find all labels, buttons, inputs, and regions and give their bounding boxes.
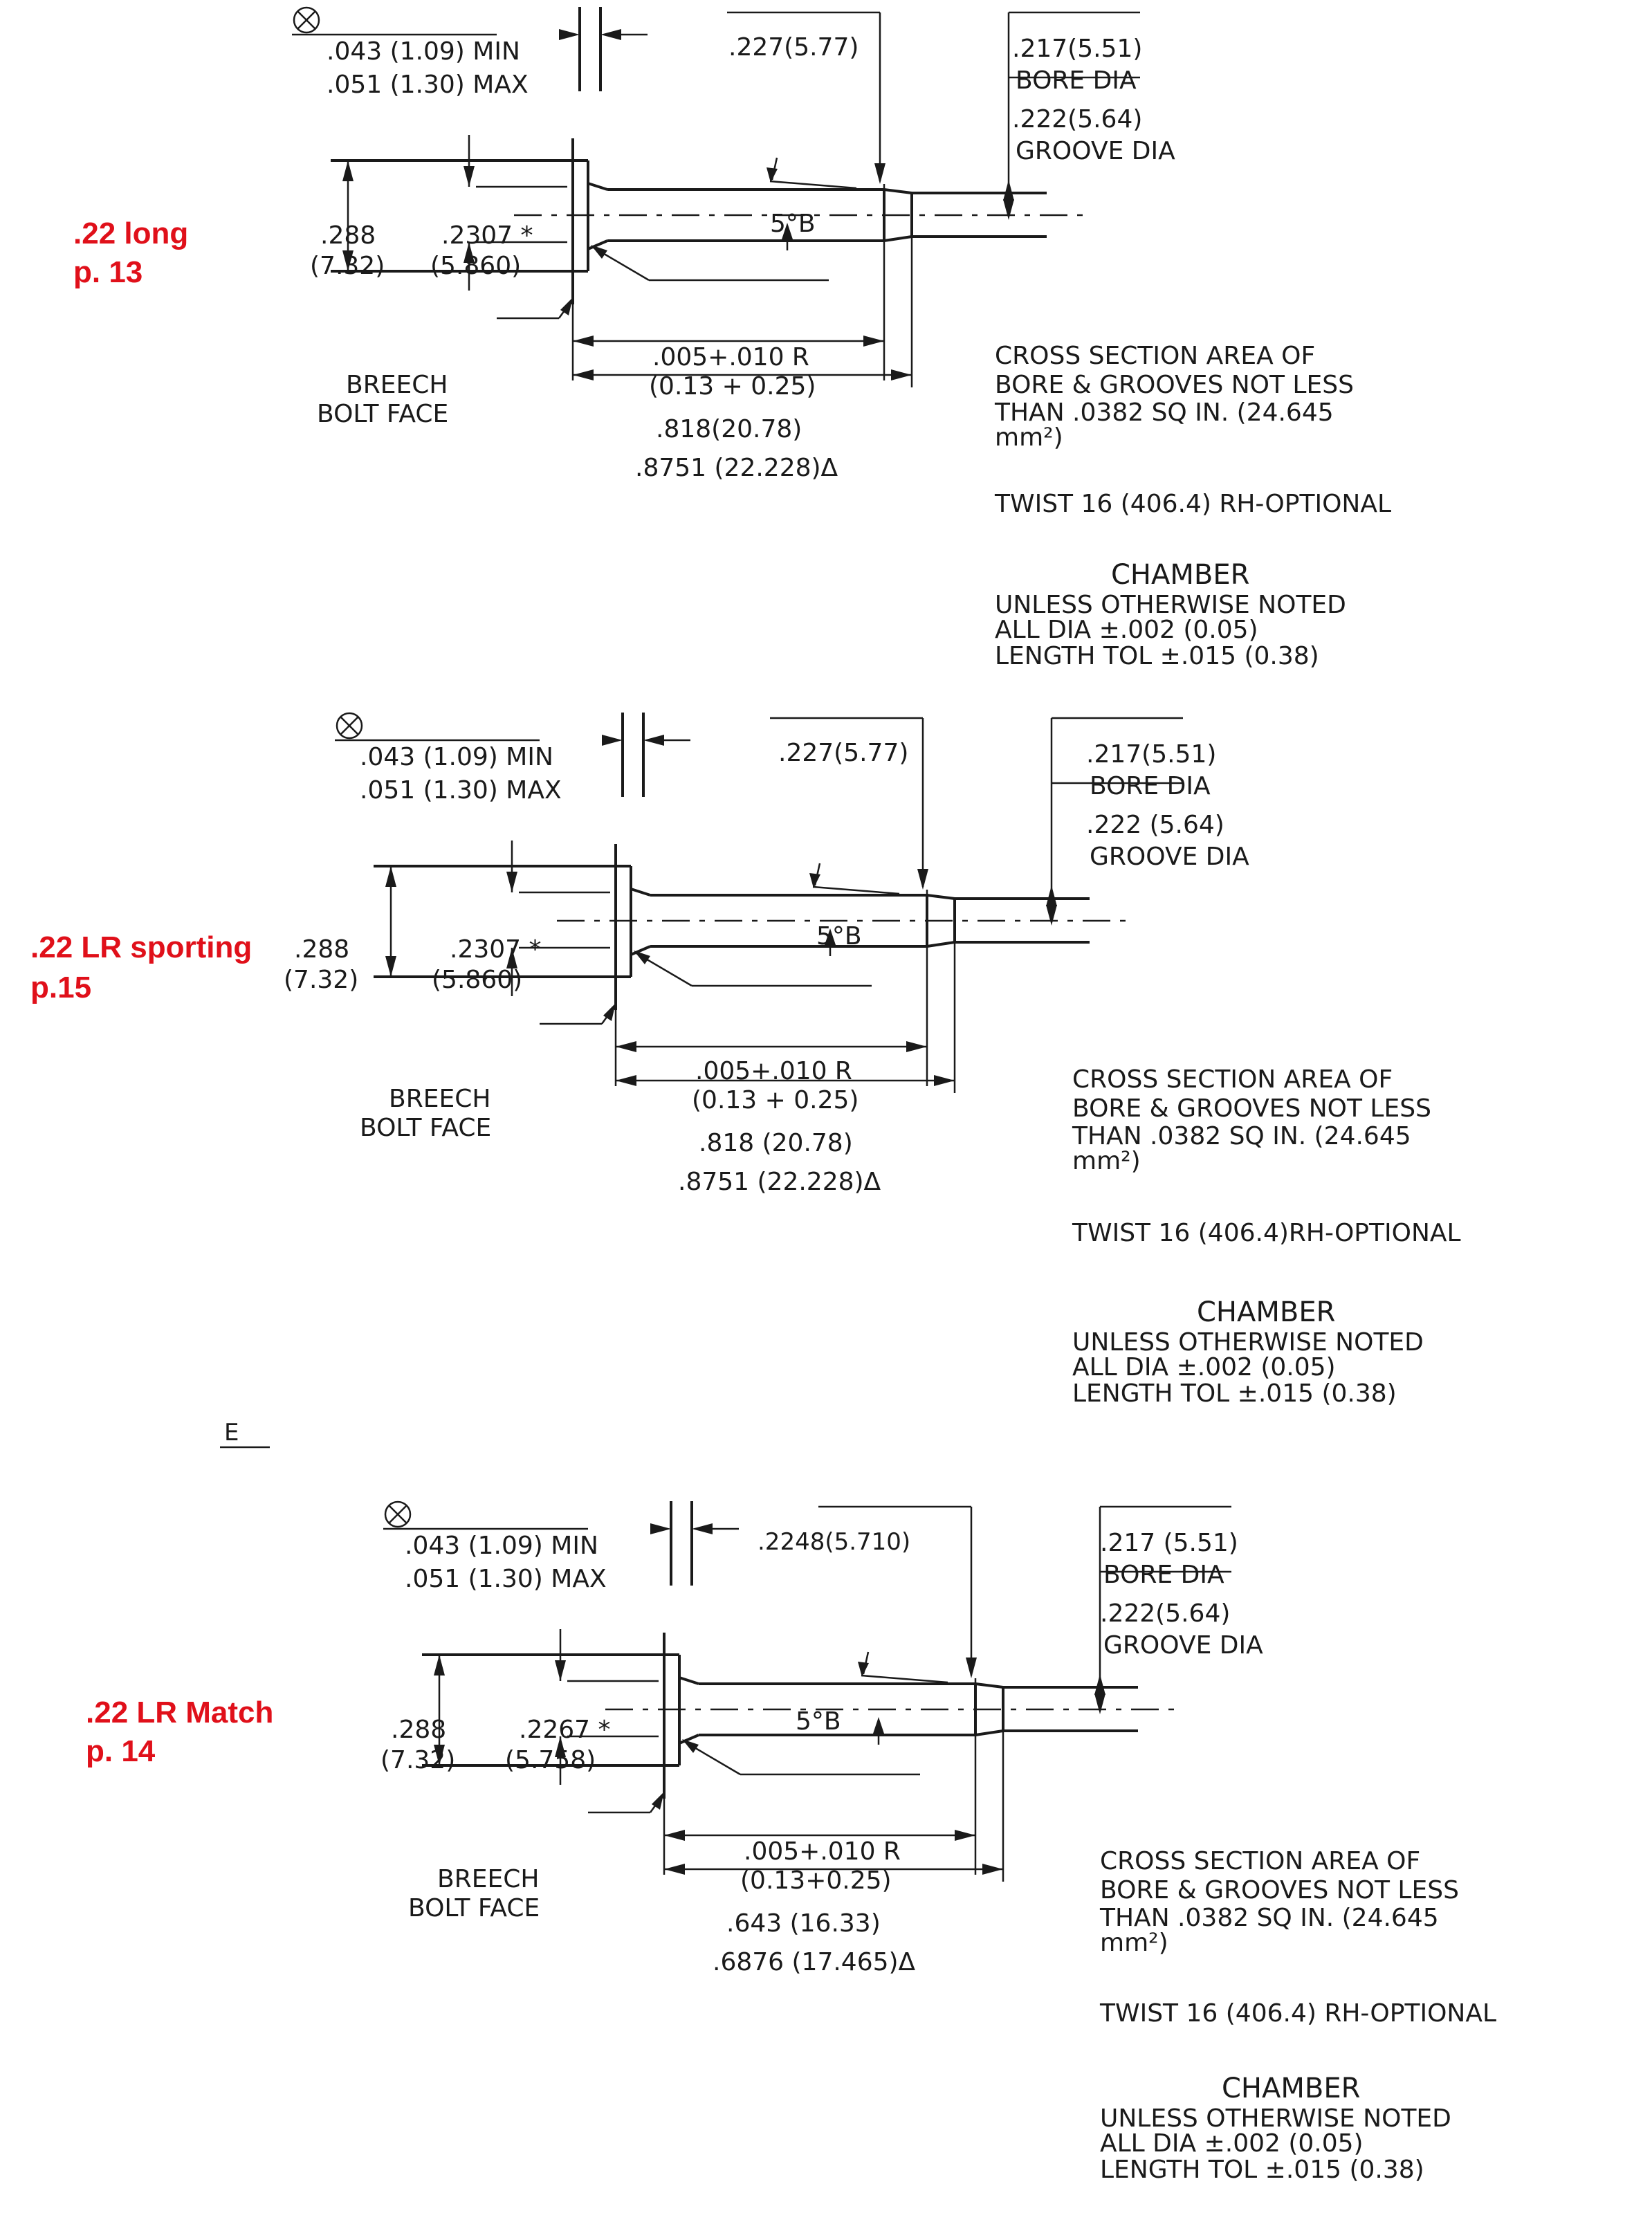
bore-dia: .217(5.51) <box>1012 35 1142 63</box>
cross-section-4: mm²) <box>995 423 1063 452</box>
groove-dia: .222(5.64) <box>1100 1599 1230 1628</box>
twist: TWIST 16 (406.4)RH-OPTIONAL <box>1072 1219 1461 1247</box>
bore-dia-label: BORE DIA <box>1103 1561 1224 1589</box>
cross-section-2: BORE & GROOVES NOT LESS <box>1100 1876 1459 1904</box>
breech-label: BREECH <box>389 1085 490 1113</box>
rim-max: .051 (1.30) MAX <box>360 776 562 805</box>
length-2: .8751 (22.228)Δ <box>635 454 838 482</box>
top-length: .2248(5.710) <box>758 1528 910 1556</box>
section-22-long: .22 long p. 13 .043 (1.09) MIN .051 (1.3… <box>73 6 1391 670</box>
cross-section-3: THAN .0382 SQ IN. (24.645 <box>1099 1904 1439 1932</box>
notes-1: UNLESS OTHERWISE NOTED <box>1072 1328 1424 1357</box>
groove-dia-label: GROOVE DIA <box>1016 137 1175 165</box>
chamber-diameter: .2307 * <box>441 221 533 250</box>
chamber-diameter-mm: (5.860) <box>430 252 521 280</box>
bolt-face-label: BOLT FACE <box>408 1894 540 1922</box>
notes-1: UNLESS OTHERWISE NOTED <box>995 591 1346 619</box>
top-length: .227(5.77) <box>728 33 859 62</box>
rim-min: .043 (1.09) MIN <box>360 743 553 771</box>
length-1: .818 (20.78) <box>699 1129 853 1157</box>
rim-diameter: .288 <box>320 221 376 250</box>
angle-label: 5°B <box>770 210 816 238</box>
rim-diameter: .288 <box>294 935 349 964</box>
rim-min: .043 (1.09) MIN <box>405 1532 598 1560</box>
chamber-title: CHAMBER <box>1222 2073 1360 2104</box>
section-label: .22 LR sporting <box>30 930 252 964</box>
section-label: .22 long <box>73 217 188 250</box>
chamber-diameter: .2267 * <box>519 1716 611 1744</box>
groove-dia: .222(5.64) <box>1012 105 1142 134</box>
cross-section-1: CROSS SECTION AREA OF <box>1100 1847 1420 1875</box>
cross-section-1: CROSS SECTION AREA OF <box>995 342 1315 370</box>
angle-label: 5°B <box>816 922 862 951</box>
bore-dia-label: BORE DIA <box>1090 772 1211 800</box>
chamber-diameter-mm: (5.860) <box>432 966 522 994</box>
cross-section-1: CROSS SECTION AREA OF <box>1072 1065 1393 1094</box>
cross-section-2: BORE & GROOVES NOT LESS <box>995 371 1354 399</box>
chamber-title: CHAMBER <box>1197 1296 1335 1328</box>
groove-dia-label: GROOVE DIA <box>1090 843 1249 871</box>
cross-section-4: mm²) <box>1100 1929 1168 1957</box>
cross-section-3: THAN .0382 SQ IN. (24.645 <box>994 398 1334 427</box>
bore-dia: .217 (5.51) <box>1100 1529 1238 1557</box>
cross-section-2: BORE & GROOVES NOT LESS <box>1072 1094 1431 1123</box>
top-length: .227(5.77) <box>778 739 908 767</box>
notes-2: ALL DIA ±.002 (0.05) <box>1100 2129 1364 2158</box>
rim-diameter-mm: (7.32) <box>380 1746 455 1774</box>
radius-mm: (0.13 + 0.25) <box>649 372 816 401</box>
section-label: .22 LR Match <box>86 1696 273 1729</box>
section-22-lr-sporting: .22 LR sporting p.15 .043 (1.09) MIN .05… <box>30 711 1461 1408</box>
radius: .005+.010 R <box>652 343 809 371</box>
notes-3: LENGTH TOL ±.015 (0.38) <box>1100 2156 1424 2184</box>
radius-mm: (0.13+0.25) <box>740 1866 892 1895</box>
stray-mark: E <box>224 1419 239 1447</box>
section-page: p. 14 <box>86 1734 156 1768</box>
cross-section-3: THAN .0382 SQ IN. (24.645 <box>1072 1122 1411 1150</box>
rim-min: .043 (1.09) MIN <box>327 37 520 66</box>
groove-dia-label: GROOVE DIA <box>1103 1631 1263 1660</box>
length-2: .8751 (22.228)Δ <box>678 1168 881 1196</box>
chamber-diameter: .2307 * <box>450 935 542 964</box>
chamber-title: CHAMBER <box>1111 559 1249 591</box>
notes-2: ALL DIA ±.002 (0.05) <box>1072 1353 1336 1381</box>
bore-dia: .217(5.51) <box>1086 740 1216 769</box>
length-1: .643 (16.33) <box>726 1909 881 1938</box>
twist: TWIST 16 (406.4) RH-OPTIONAL <box>994 490 1391 518</box>
chamber-diameter-mm: (5.758) <box>505 1746 596 1774</box>
section-page: p.15 <box>30 971 91 1004</box>
bolt-face-label: BOLT FACE <box>317 400 448 428</box>
rim-max: .051 (1.30) MAX <box>405 1565 607 1593</box>
breech-label: BREECH <box>437 1865 539 1893</box>
angle-label: 5°B <box>796 1707 841 1736</box>
length-2: .6876 (17.465)Δ <box>713 1948 916 1976</box>
notes-3: LENGTH TOL ±.015 (0.38) <box>1072 1379 1397 1408</box>
rim-diameter: .288 <box>391 1716 446 1744</box>
section-22-lr-match: .22 LR Match p. 14 .043 (1.09) MIN .051 … <box>86 1500 1496 2184</box>
cross-section-4: mm²) <box>1072 1147 1141 1175</box>
rim-diameter-mm: (7.32) <box>310 252 385 280</box>
bolt-face-label: BOLT FACE <box>360 1114 491 1142</box>
rim-diameter-mm: (7.32) <box>284 966 358 994</box>
radius-mm: (0.13 + 0.25) <box>692 1086 859 1114</box>
radius: .005+.010 R <box>695 1057 852 1085</box>
length-1: .818(20.78) <box>656 415 802 443</box>
twist: TWIST 16 (406.4) RH-OPTIONAL <box>1099 1999 1496 2028</box>
notes-1: UNLESS OTHERWISE NOTED <box>1100 2104 1451 2133</box>
notes-3: LENGTH TOL ±.015 (0.38) <box>995 642 1319 670</box>
rim-max: .051 (1.30) MAX <box>327 71 529 99</box>
radius: .005+.010 R <box>744 1837 901 1866</box>
bore-dia-label: BORE DIA <box>1016 66 1137 95</box>
notes-2: ALL DIA ±.002 (0.05) <box>995 616 1258 644</box>
section-page: p. 13 <box>73 255 143 289</box>
breech-label: BREECH <box>346 371 448 399</box>
groove-dia: .222 (5.64) <box>1086 811 1224 839</box>
